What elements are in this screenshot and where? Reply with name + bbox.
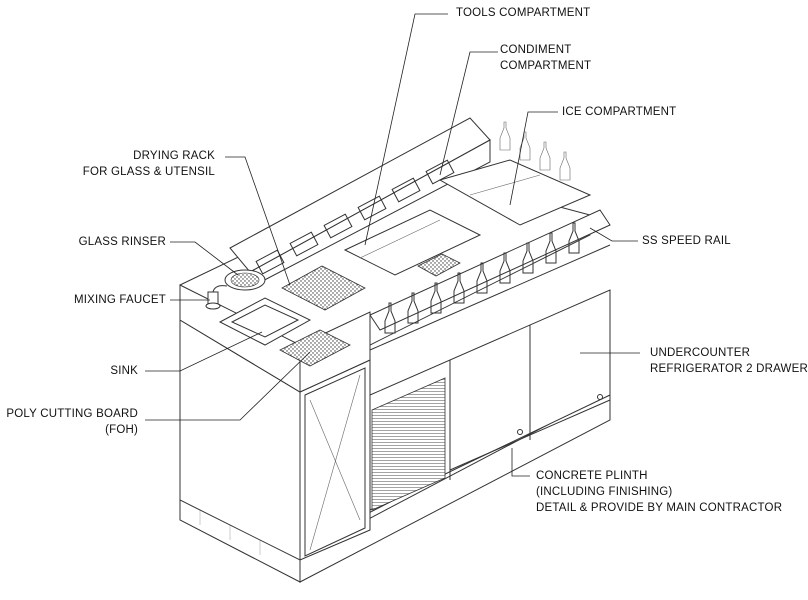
label-ss-speed-rail: SS SPEED RAIL [642, 235, 731, 247]
ice-compartment [438, 159, 592, 226]
condiment-rail [229, 117, 491, 286]
label-tools-compartment: TOOLS COMPARTMENT [456, 7, 591, 19]
label-drying-rack-2: FOR GLASS & UTENSIL [82, 166, 215, 178]
undercounter-refrigerator [369, 289, 611, 511]
poly-cutting-board [279, 329, 351, 367]
drying-rack-small [417, 253, 461, 277]
leader-lines [145, 13, 640, 477]
label-undercounter-refrigerator-1: UNDERCOUNTER [650, 347, 751, 359]
label-ice-compartment: ICE COMPARTMENT [562, 106, 677, 118]
label-sink: SINK [110, 365, 138, 377]
label-glass-rinser: GLASS RINSER [78, 236, 166, 248]
label-condiment-compartment-1: CONDIMENT [500, 44, 572, 56]
mixing-faucet [205, 285, 228, 310]
speed-rail-bottles [384, 222, 580, 334]
label-undercounter-refrigerator-2: REFRIGERATOR 2 DRAWER [650, 363, 808, 375]
label-mixing-faucet: MIXING FAUCET [73, 294, 166, 306]
drying-rack [281, 265, 366, 311]
label-concrete-plinth-2: (INCLUDING FINISHING) [536, 486, 673, 498]
label-poly-cutting-board-1: POLY CUTTING BOARD [6, 408, 138, 420]
label-condiment-compartment-2: COMPARTMENT [500, 60, 592, 72]
label-drying-rack-1: DRYING RACK [133, 150, 215, 162]
label-concrete-plinth-1: CONCRETE PLINTH [536, 470, 648, 482]
label-poly-cutting-board-2: (FOH) [105, 424, 138, 436]
glass-rinser [224, 269, 266, 291]
label-concrete-plinth-3: DETAIL & PROVIDE BY MAIN CONTRACTOR [536, 502, 783, 514]
tools-compartment [343, 209, 482, 276]
